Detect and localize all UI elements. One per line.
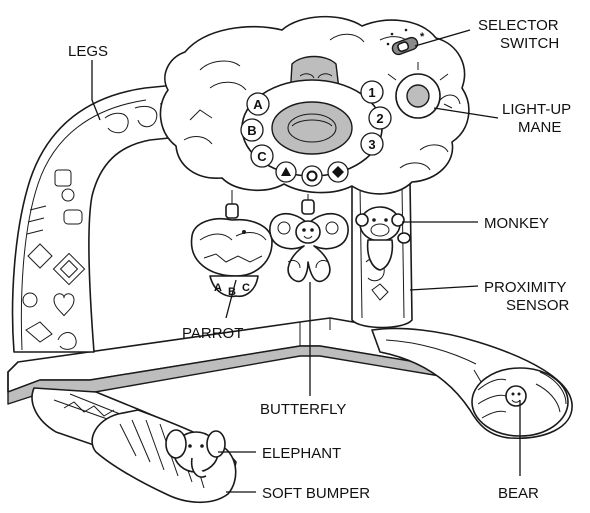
bead-2: 2: [376, 111, 383, 126]
label-light-up-mane-2: MANE: [518, 119, 561, 136]
label-legs: LEGS: [68, 43, 108, 60]
butterfly-toy[interactable]: [270, 194, 348, 281]
label-bear: BEAR: [498, 485, 539, 502]
label-parrot: PARROT: [182, 325, 243, 342]
label-selector-switch-2: SWITCH: [500, 35, 559, 52]
leader-proximity: [410, 286, 478, 290]
parrot-tag-a: A: [214, 282, 222, 294]
parrot-tag-c: C: [242, 282, 250, 294]
bead-1: 1: [368, 85, 375, 100]
bead-a: A: [253, 97, 263, 112]
svg-text:*: *: [420, 31, 425, 43]
bead-b: B: [247, 123, 256, 138]
label-light-up-mane-1: LIGHT-UP: [502, 101, 571, 118]
label-proximity-sensor-2: SENSOR: [506, 297, 570, 314]
bead-c: C: [257, 149, 267, 164]
label-selector-switch-1: SELECTOR: [478, 17, 559, 34]
label-proximity-sensor-1: PROXIMITY: [484, 279, 567, 296]
parrot-toy[interactable]: A B C: [192, 190, 272, 298]
label-monkey: MONKEY: [484, 215, 549, 232]
bead-3: 3: [368, 137, 375, 152]
label-soft-bumper: SOFT BUMPER: [262, 485, 370, 502]
label-elephant: ELEPHANT: [262, 445, 341, 462]
label-butterfly: BUTTERFLY: [260, 401, 346, 418]
shape-beads: [276, 162, 348, 186]
